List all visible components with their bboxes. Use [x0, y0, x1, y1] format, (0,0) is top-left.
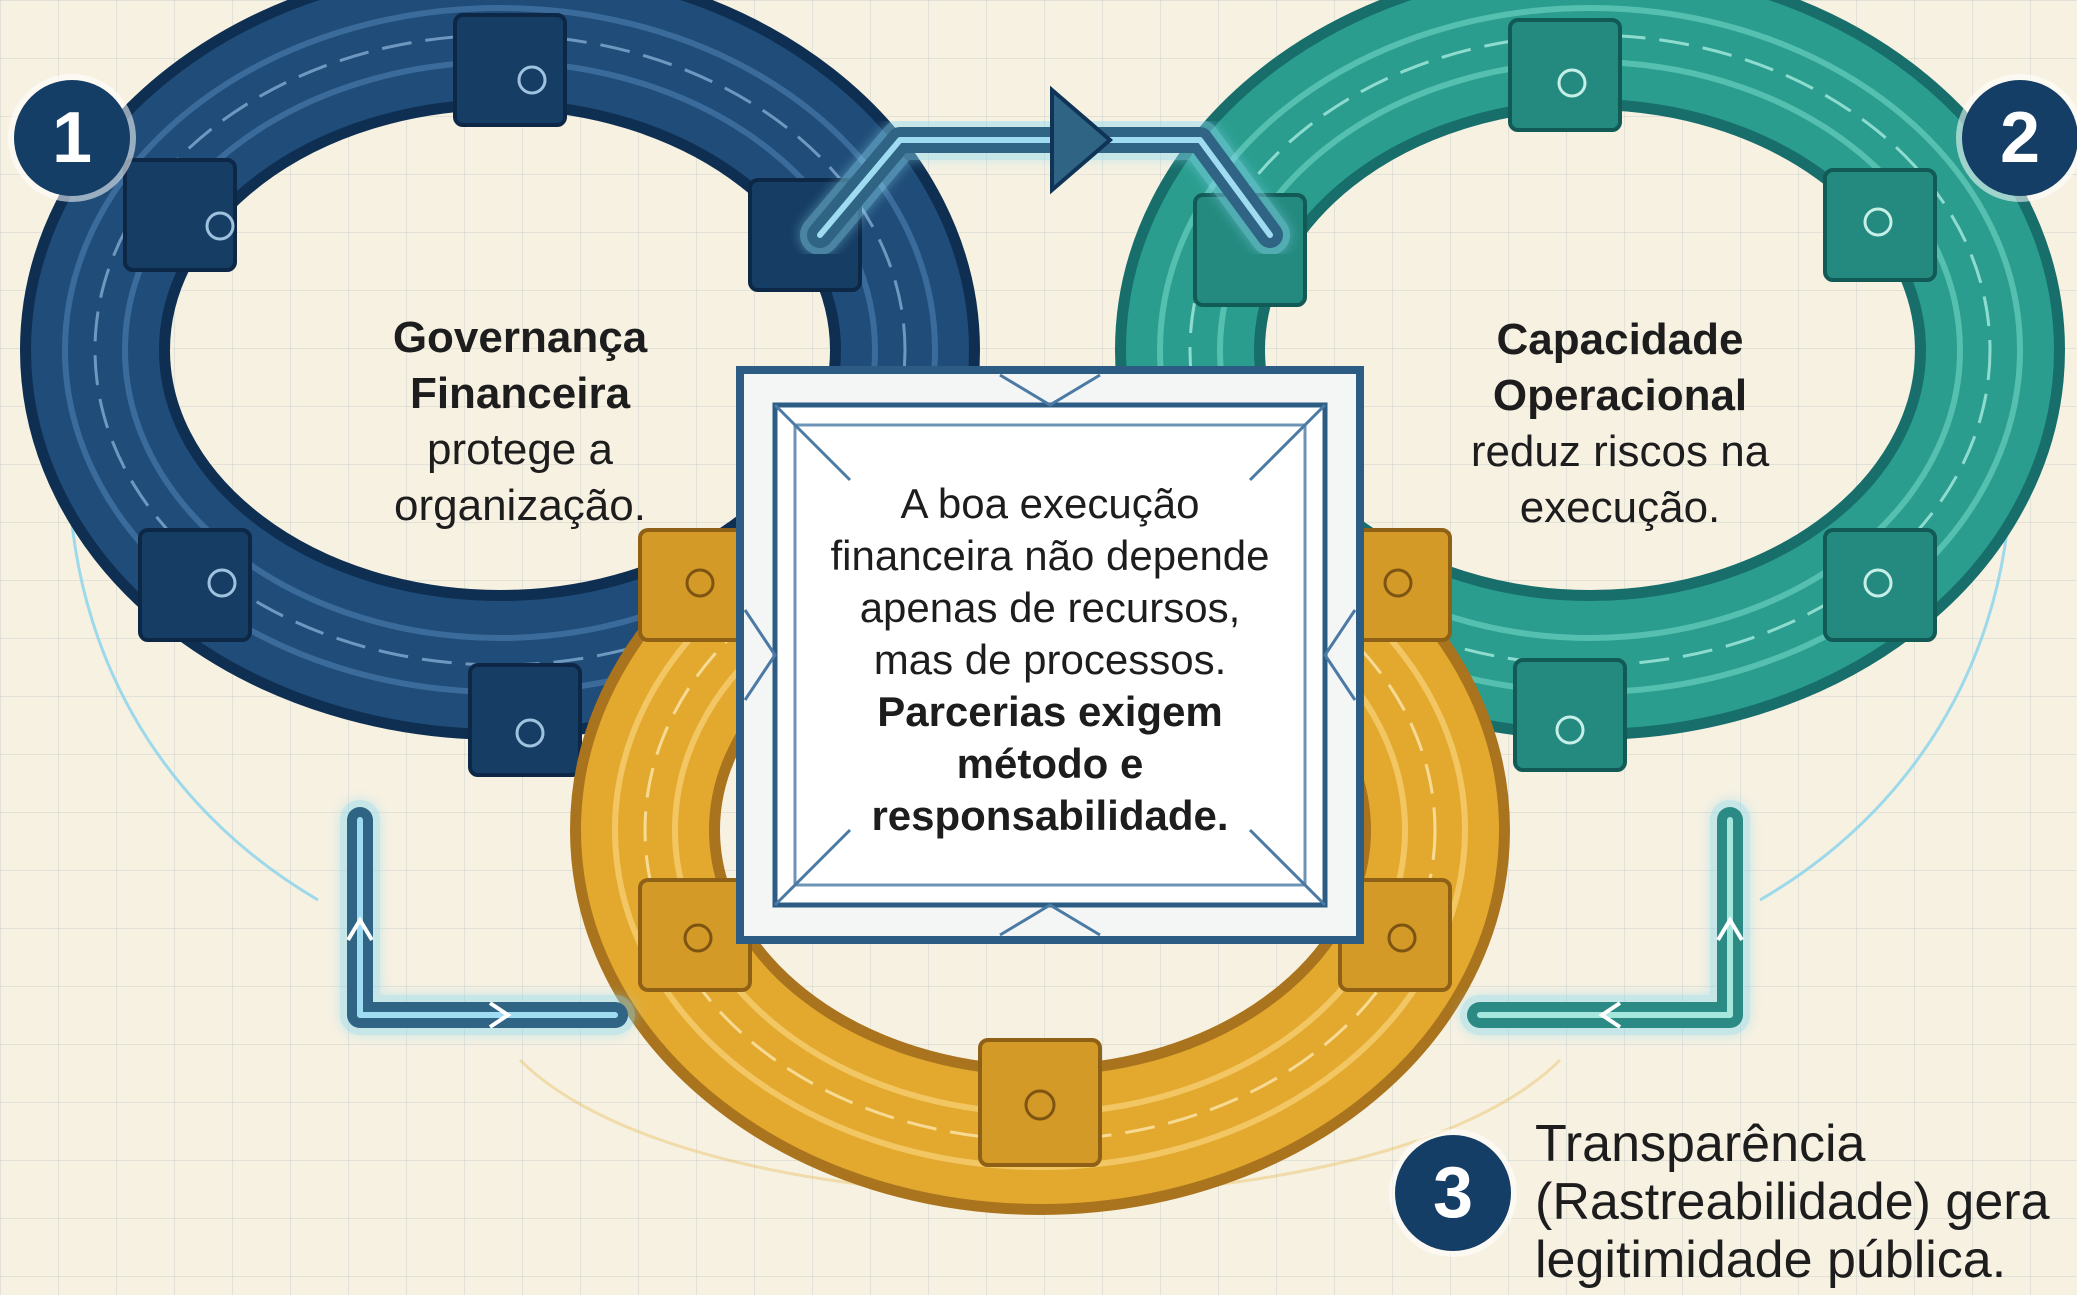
step-text-line: Transparência	[1535, 1115, 1866, 1173]
step-title-line: Operacional	[1492, 371, 1748, 420]
center-bold-line: método e	[956, 740, 1144, 787]
step-title-line: Capacidade	[1496, 315, 1744, 364]
center-text-line: mas de processos.	[873, 636, 1227, 683]
arrow-right-small-icon	[488, 1001, 512, 1029]
center-bold-line: Parcerias exigem	[877, 688, 1223, 735]
pipe-1-to-3	[340, 800, 635, 1035]
step-text-line: reduz riscos na	[1470, 427, 1770, 476]
center-frame	[736, 366, 1364, 944]
step-badge-1: 1	[14, 80, 130, 196]
arrow-up-icon	[1716, 916, 1744, 942]
step-title-line: Governança	[392, 313, 648, 362]
arrow-right-icon	[1050, 85, 1114, 195]
center-text-line: A boa execução	[900, 480, 1200, 527]
pipe-2-to-3	[1460, 800, 1750, 1035]
step-label-transparencia: Transparência (Rastreabilidade) gera leg…	[1535, 1115, 2075, 1289]
center-bold-line: responsabilidade.	[871, 792, 1229, 839]
arrow-left-small-icon	[1598, 1001, 1622, 1029]
step-label-capacidade: Capacidade Operacional reduz riscos na e…	[1420, 312, 1820, 536]
step-text-line: legitimidade pública.	[1535, 1231, 2007, 1289]
step-text-line: execução.	[1519, 483, 1721, 532]
step-text-line: (Rastreabilidade) gera	[1535, 1173, 2050, 1231]
step-text-line: protege a	[427, 425, 613, 474]
arrow-up-icon	[346, 916, 374, 942]
step-text-line: organização.	[394, 481, 646, 530]
ring-capacidade	[1115, 0, 2065, 772]
center-text-line: apenas de recursos,	[859, 584, 1241, 631]
center-text-line: financeira não depende	[830, 532, 1270, 579]
ring-governanca	[20, 0, 980, 777]
step-badge-3: 3	[1395, 1135, 1511, 1251]
center-message: A boa execução financeira não depende ap…	[790, 478, 1310, 842]
step-badge-2: 2	[1962, 80, 2077, 196]
step-title-line: Financeira	[409, 369, 631, 418]
step-label-governanca: Governança Financeira protege a organiza…	[330, 310, 710, 534]
